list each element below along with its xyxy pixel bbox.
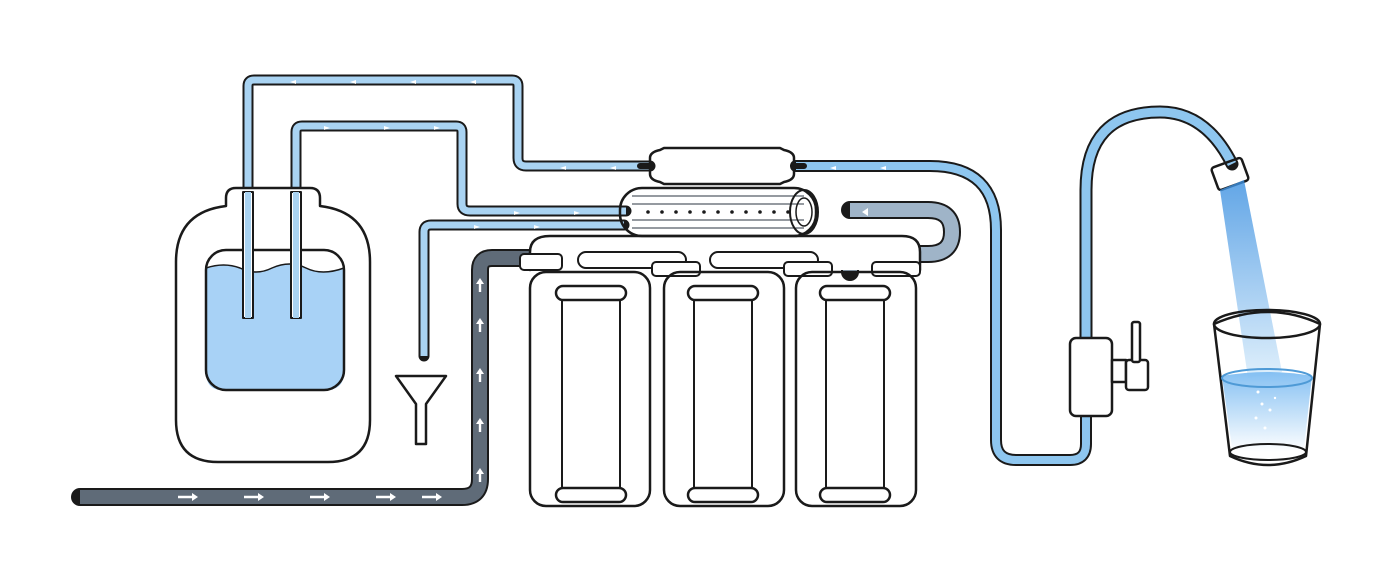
flow-arrow: [244, 493, 264, 501]
flow-arrow: [476, 468, 484, 482]
housing-flow-arrows: [538, 316, 908, 464]
flow-arrow: [802, 352, 812, 360]
granular-carbon-filter: [794, 270, 918, 508]
feed-line-arrows: [178, 278, 484, 501]
flow-arrow: [752, 257, 772, 263]
flow-arrow: [766, 316, 776, 324]
flow-arrow: [898, 420, 908, 428]
filter-manifold: [519, 234, 922, 277]
flow-arrow: [620, 257, 640, 263]
flow-arrow: [476, 368, 484, 382]
storage-tank: [174, 186, 372, 464]
flow-arrow: [670, 386, 680, 394]
flow-arrow: [766, 352, 776, 360]
carbon-block-filter: [662, 270, 786, 508]
flow-arrow: [178, 493, 198, 501]
flow-arrow: [802, 456, 812, 464]
faucet-supply-tube: [790, 160, 1092, 466]
sediment-filter: [528, 270, 652, 508]
flow-arrow: [310, 493, 330, 501]
flow-arrow: [802, 386, 812, 394]
faucet-spout: [1079, 105, 1239, 353]
flow-arrow: [476, 318, 484, 332]
glass: [1212, 180, 1322, 467]
flow-arrow: [766, 456, 776, 464]
flow-arrow: [802, 420, 812, 428]
flow-arrow: [422, 493, 442, 501]
flow-arrow: [634, 316, 644, 324]
flow-arrow: [670, 456, 680, 464]
flow-arrow: [862, 208, 882, 216]
flow-arrow: [766, 386, 776, 394]
flow-arrow: [634, 420, 644, 428]
tank-outlet-tube: [242, 74, 656, 198]
flow-arrow: [898, 456, 908, 464]
flow-arrow: [670, 316, 680, 324]
flow-arrow: [898, 386, 908, 394]
flow-arrow: [634, 456, 644, 464]
flow-arrow: [634, 386, 644, 394]
flow-arrow: [898, 316, 908, 324]
thin-tube-arrows: [290, 80, 886, 229]
drain-tube: [418, 219, 630, 362]
flow-arrow: [526, 259, 546, 265]
flow-arrow: [538, 420, 548, 428]
flow-arrow: [670, 352, 680, 360]
flow-arrow: [802, 316, 812, 324]
flow-arrow: [538, 316, 548, 324]
flow-arrow: [376, 493, 396, 501]
ro-membrane: [618, 186, 882, 238]
tank-inlet-tube: [290, 120, 632, 217]
post-carbon-filter: [637, 146, 807, 186]
drain-funnel-icon: [394, 374, 448, 446]
flow-arrow: [476, 278, 484, 292]
water-stream: [1220, 180, 1282, 378]
bubbles: [1254, 390, 1277, 430]
flow-arrow: [634, 352, 644, 360]
faucet: [1068, 105, 1250, 418]
flow-arrow: [898, 352, 908, 360]
tank-water: [206, 264, 344, 390]
flow-arrow: [476, 418, 484, 432]
flow-arrow: [538, 352, 548, 360]
flow-arrow: [766, 420, 776, 428]
flow-arrow: [670, 420, 680, 428]
flow-arrow: [538, 456, 548, 464]
flow-arrow: [538, 386, 548, 394]
